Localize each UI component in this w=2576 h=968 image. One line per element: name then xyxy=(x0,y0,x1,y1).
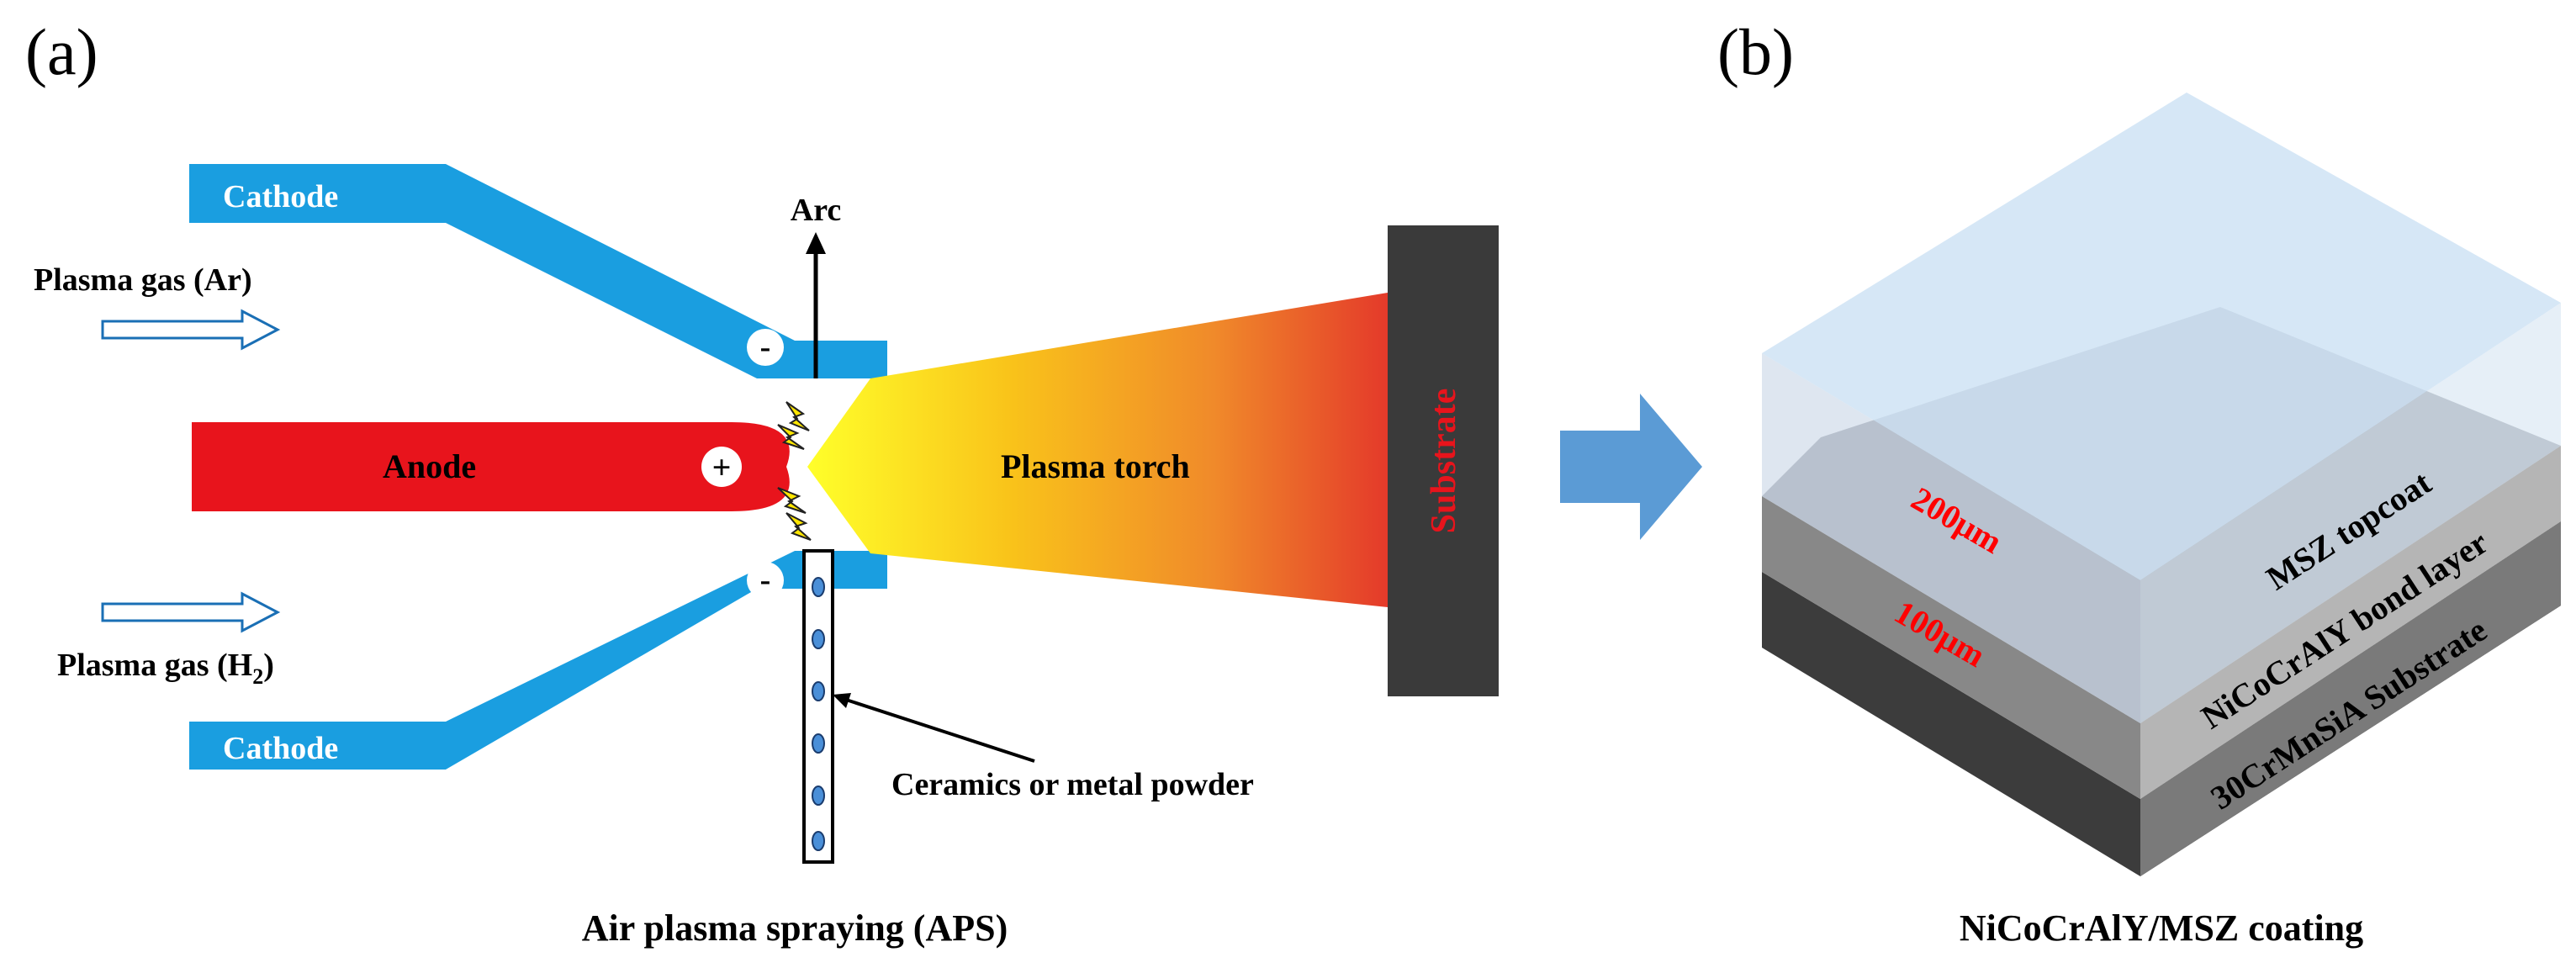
transition-arrow-icon xyxy=(1560,394,1702,540)
powder-particle xyxy=(812,629,825,649)
anode-plus-circle xyxy=(701,447,742,487)
powder-pointer-head-icon xyxy=(833,693,851,708)
layer-bond-side xyxy=(2140,446,2561,799)
gas-ar-label: Plasma gas (Ar) xyxy=(34,262,252,298)
layer-substrate xyxy=(1762,521,2561,876)
layer-bond-front xyxy=(1762,496,2140,799)
arc-arrow-head-icon xyxy=(806,232,826,254)
plasma-torch: Plasma torch xyxy=(807,293,1388,607)
gas-h2-label: Plasma gas (H2) xyxy=(57,648,274,689)
powder-tube-body xyxy=(802,549,834,864)
spark-icon-3 xyxy=(777,487,807,514)
substrate-a: Substrate xyxy=(1388,225,1499,696)
gas-arrow-h2: Plasma gas (H2) xyxy=(57,591,281,689)
plasma-torch-label: Plasma torch xyxy=(1001,447,1190,485)
powder-tube: Ceramics or metal powder xyxy=(802,549,1254,864)
cathode-bottom-minus-circle xyxy=(747,562,784,599)
panel-b: (b) MSZ topcoat NiCoCrAlY bond layer 30C… xyxy=(1717,15,2561,949)
powder-label: Ceramics or metal powder xyxy=(891,767,1254,802)
cathode-top-minus-sign: - xyxy=(760,330,771,365)
spark-icons xyxy=(777,401,812,541)
anode-label: Anode xyxy=(383,447,476,485)
gas-arrow-ar: Plasma gas (Ar) xyxy=(34,262,281,351)
cathode-bottom: Cathode - xyxy=(189,551,887,770)
cathode-top-body xyxy=(189,164,887,378)
panel-b-label: (b) xyxy=(1717,15,1794,88)
layer-topcoat-side xyxy=(2140,303,2561,723)
spark-icon-1 xyxy=(785,401,810,431)
gas-ar-arrow-icon xyxy=(101,309,281,351)
cathode-bottom-label: Cathode xyxy=(223,731,338,766)
powder-pointer-line xyxy=(840,696,1035,763)
spark-icon-2 xyxy=(777,424,805,450)
layer-bond xyxy=(1762,446,2561,799)
plasma-torch-cone xyxy=(807,293,1388,607)
powder-particle xyxy=(812,681,825,701)
layer-topcoat-front xyxy=(1762,353,2140,723)
anode: Anode + xyxy=(192,422,790,511)
layer-topcoat-top xyxy=(1762,93,2561,580)
cathode-bottom-body xyxy=(189,551,887,770)
panel-a-label: (a) xyxy=(25,15,98,88)
panel-a: (a) Cathode - Cathode - Anode + Plasma g… xyxy=(25,15,1499,949)
powder-particle xyxy=(812,786,825,806)
arc-label: Arc xyxy=(791,193,842,228)
cathode-top: Cathode - xyxy=(189,164,887,378)
substrate-label: Substrate xyxy=(1425,389,1463,534)
cathode-bottom-minus-sign: - xyxy=(760,563,771,598)
powder-particles xyxy=(812,577,825,851)
layer-substrate-side xyxy=(2140,521,2561,876)
gas-h2-arrow-icon xyxy=(101,591,281,633)
anode-plus-sign: + xyxy=(712,448,732,486)
cathode-top-minus-circle xyxy=(747,329,784,366)
powder-particle xyxy=(812,831,825,851)
arc-arrow: Arc xyxy=(791,193,842,378)
caption-b: NiCoCrAlY/MSZ coating xyxy=(1960,907,2363,949)
substrate-block xyxy=(1388,225,1499,696)
powder-particle xyxy=(812,577,825,597)
anode-body xyxy=(192,422,790,511)
powder-particle xyxy=(812,733,825,754)
cathode-top-label: Cathode xyxy=(223,179,338,214)
caption-a: Air plasma spraying (APS) xyxy=(582,907,1008,949)
spark-icon-4 xyxy=(785,512,812,541)
layer-topcoat xyxy=(1762,93,2561,723)
